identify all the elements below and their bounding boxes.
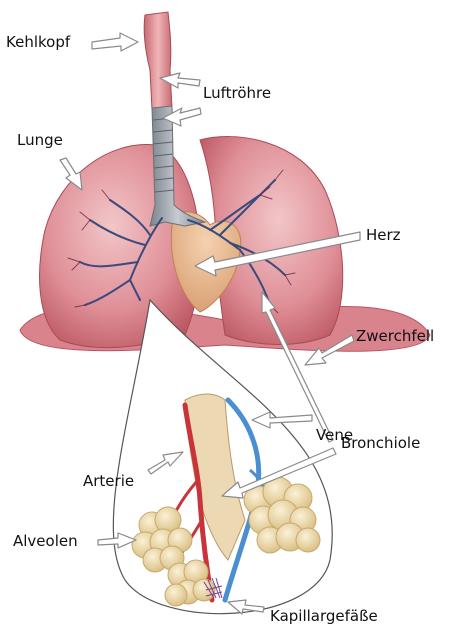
label-luftroehre: Luftröhre	[203, 84, 271, 102]
label-bronchiole: Bronchiole	[341, 434, 420, 452]
label-zwerchfell: Zwerchfell	[356, 327, 434, 345]
label-herz: Herz	[366, 226, 401, 244]
label-kehlkopf: Kehlkopf	[6, 33, 70, 51]
label-alveolen: Alveolen	[13, 532, 78, 550]
label-lunge: Lunge	[17, 131, 63, 149]
label-arterie: Arterie	[83, 472, 134, 490]
larynx	[144, 12, 172, 110]
label-kapillargefaesse: Kapillargefäße	[270, 607, 378, 625]
arrow-kehlkopf	[92, 33, 138, 51]
